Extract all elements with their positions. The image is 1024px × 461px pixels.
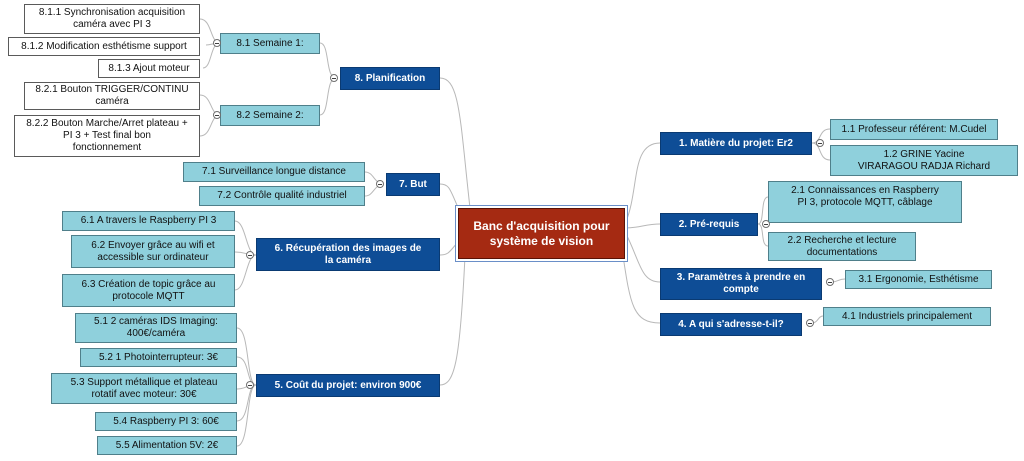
topic-2-prerequis[interactable]: 2. Pré-requis bbox=[660, 213, 758, 236]
subtopic-8-2[interactable]: 8.2 Semaine 2: bbox=[220, 105, 320, 126]
central-topic[interactable]: Banc d'acquisition pour système de visio… bbox=[458, 208, 625, 259]
collapse-toggle-icon[interactable] bbox=[246, 251, 254, 259]
leaf-8-2-2[interactable]: 8.2.2 Bouton Marche/Arret plateau + PI 3… bbox=[14, 115, 200, 157]
subtopic-7-2[interactable]: 7.2 Contrôle qualité industriel bbox=[199, 186, 365, 206]
subtopic-1-2[interactable]: 1.2 GRINE Yacine VIRARAGOU RADJA Richard bbox=[830, 145, 1018, 176]
link-6-3 bbox=[234, 254, 257, 291]
link-central-4 bbox=[619, 235, 661, 324]
subtopic-5-2[interactable]: 5.2 1 Photointerrupteur: 3€ bbox=[80, 348, 237, 367]
topic-7-but[interactable]: 7. But bbox=[386, 173, 440, 196]
collapse-toggle-icon[interactable] bbox=[806, 319, 814, 327]
subtopic-7-1[interactable]: 7.1 Surveillance longue distance bbox=[183, 162, 365, 182]
subtopic-6-2[interactable]: 6.2 Envoyer grâce au wifi et accessible … bbox=[71, 235, 235, 268]
collapse-toggle-icon[interactable] bbox=[213, 111, 221, 119]
collapse-toggle-icon[interactable] bbox=[816, 139, 824, 147]
subtopic-5-4[interactable]: 5.4 Raspberry PI 3: 60€ bbox=[95, 412, 237, 431]
link-5-5 bbox=[236, 384, 257, 447]
link-5-2 bbox=[236, 356, 257, 386]
link-2-2 bbox=[757, 223, 769, 247]
leaf-8-1-3[interactable]: 8.1.3 Ajout moteur bbox=[98, 59, 200, 78]
link-6-1 bbox=[234, 220, 257, 256]
collapse-toggle-icon[interactable] bbox=[762, 220, 770, 228]
link-5-4 bbox=[236, 384, 257, 422]
subtopic-2-1[interactable]: 2.1 Connaissances en Raspberry PI 3, pro… bbox=[768, 181, 962, 223]
subtopic-3-1[interactable]: 3.1 Ergonomie, Esthétisme bbox=[845, 270, 992, 289]
collapse-toggle-icon[interactable] bbox=[330, 74, 338, 82]
link-8-2 bbox=[319, 77, 337, 116]
collapse-toggle-icon[interactable] bbox=[826, 278, 834, 286]
leaf-8-1-2[interactable]: 8.1.2 Modification esthétisme support bbox=[8, 37, 200, 56]
topic-1-matiere[interactable]: 1. Matière du projet: Er2 bbox=[660, 132, 812, 155]
link-1-2 bbox=[811, 142, 831, 161]
subtopic-5-1[interactable]: 5.1 2 caméras IDS Imaging: 400€/caméra bbox=[75, 313, 237, 343]
subtopic-2-2[interactable]: 2.2 Recherche et lecture documentations bbox=[768, 232, 916, 261]
link-central-8 bbox=[439, 77, 471, 209]
topic-6-recuperation[interactable]: 6. Récupération des images de la caméra bbox=[256, 238, 440, 271]
subtopic-5-5[interactable]: 5.5 Alimentation 5V: 2€ bbox=[97, 436, 237, 455]
link-central-6 bbox=[439, 239, 461, 256]
topic-5-cout[interactable]: 5. Coût du projet: environ 900€ bbox=[256, 374, 440, 397]
link-1-1 bbox=[811, 128, 831, 144]
link-8-1 bbox=[319, 42, 337, 79]
topic-3-parametres[interactable]: 3. Paramètres à prendre en compte bbox=[660, 268, 822, 300]
topic-8-planification[interactable]: 8. Planification bbox=[340, 67, 440, 90]
link-central-3 bbox=[624, 231, 661, 283]
link-central-7 bbox=[439, 183, 461, 213]
topic-4-audience[interactable]: 4. A qui s'adresse-t-il? bbox=[660, 313, 802, 336]
link-central-5 bbox=[439, 255, 466, 386]
subtopic-4-1[interactable]: 4.1 Industriels principalement bbox=[823, 307, 991, 326]
link-5-1 bbox=[236, 327, 257, 386]
collapse-toggle-icon[interactable] bbox=[213, 39, 221, 47]
subtopic-8-1[interactable]: 8.1 Semaine 1: bbox=[220, 33, 320, 54]
link-central-2 bbox=[624, 223, 661, 229]
collapse-toggle-icon[interactable] bbox=[376, 180, 384, 188]
subtopic-6-1[interactable]: 6.1 A travers le Raspberry PI 3 bbox=[62, 211, 235, 231]
collapse-toggle-icon[interactable] bbox=[246, 381, 254, 389]
link-2-1 bbox=[757, 196, 769, 225]
link-central-1 bbox=[624, 142, 661, 225]
leaf-8-2-1[interactable]: 8.2.1 Bouton TRIGGER/CONTINU caméra bbox=[24, 82, 200, 110]
subtopic-5-3[interactable]: 5.3 Support métallique et plateau rotati… bbox=[51, 373, 237, 404]
subtopic-1-1[interactable]: 1.1 Professeur référent: M.Cudel bbox=[830, 119, 998, 140]
subtopic-6-3[interactable]: 6.3 Création de topic grâce au protocole… bbox=[62, 274, 235, 307]
leaf-8-1-1[interactable]: 8.1.1 Synchronisation acquisition caméra… bbox=[24, 4, 200, 34]
